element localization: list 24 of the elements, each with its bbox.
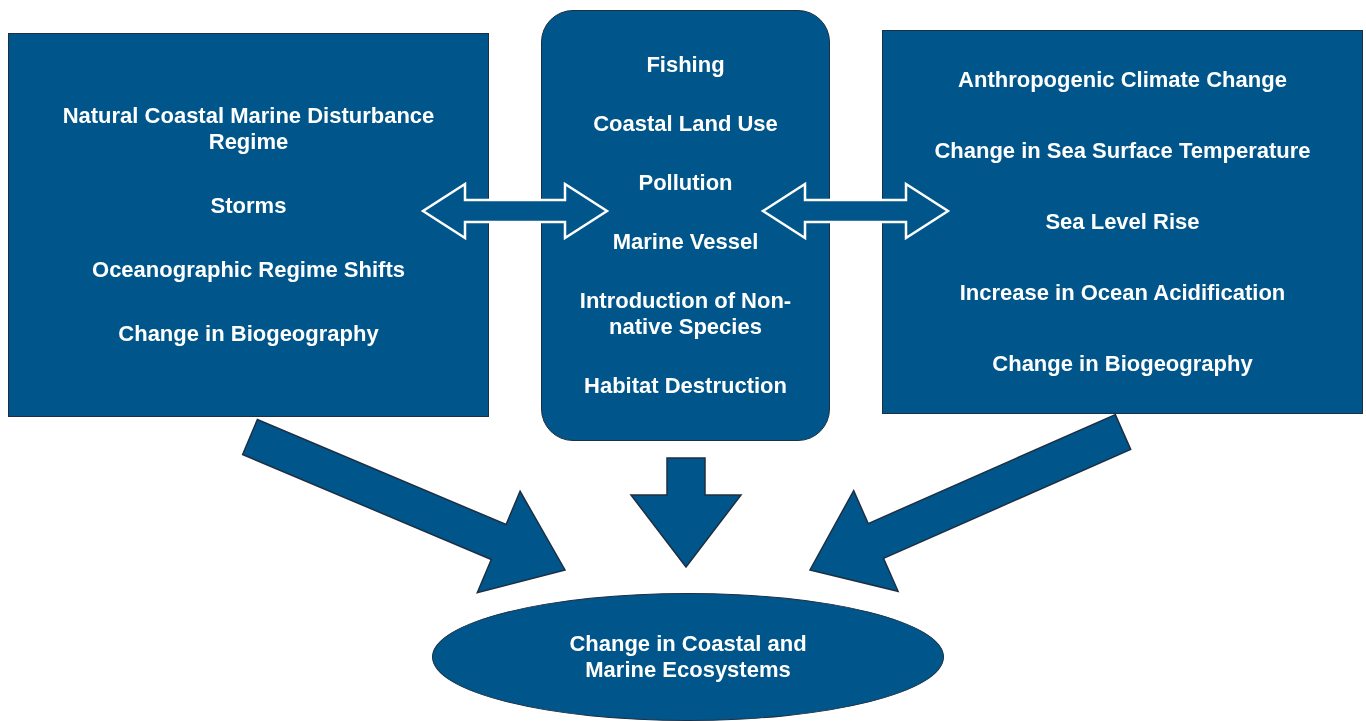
rounded-box: [541, 10, 830, 441]
box-text: Increase in Ocean Acidification: [959, 280, 1286, 306]
box-text: Change in Biogeography: [118, 321, 379, 347]
double-arrow: [420, 181, 610, 241]
box-text: Change in Sea Surface Temperature: [934, 138, 1311, 164]
box-text: Habitat Destruction: [584, 373, 787, 399]
box-text: Marine Vessel: [612, 229, 759, 255]
box-text: Pollution: [638, 170, 733, 196]
process-box: [882, 30, 1363, 414]
box-text: Introduction of Non-native Species: [578, 288, 793, 340]
double-arrow: [760, 181, 951, 241]
box-text: Coastal Land Use: [593, 111, 778, 137]
box-text: Sea Level Rise: [1045, 209, 1200, 235]
box-text: Storms: [210, 193, 287, 219]
box-text: Fishing: [646, 52, 725, 78]
process-box: [8, 33, 489, 417]
box-text: Natural Coastal Marine Disturbance Regime: [61, 103, 436, 155]
block-arrow: [629, 457, 743, 569]
box-text: Change in Coastal and Marine Ecosystems: [568, 631, 808, 683]
box-text: Anthropogenic Climate Change: [958, 67, 1287, 93]
box-text: Oceanographic Regime Shifts: [92, 257, 405, 283]
block-arrow: [241, 418, 567, 594]
box-text: Change in Biogeography: [992, 351, 1253, 377]
block-arrow: [808, 413, 1132, 593]
